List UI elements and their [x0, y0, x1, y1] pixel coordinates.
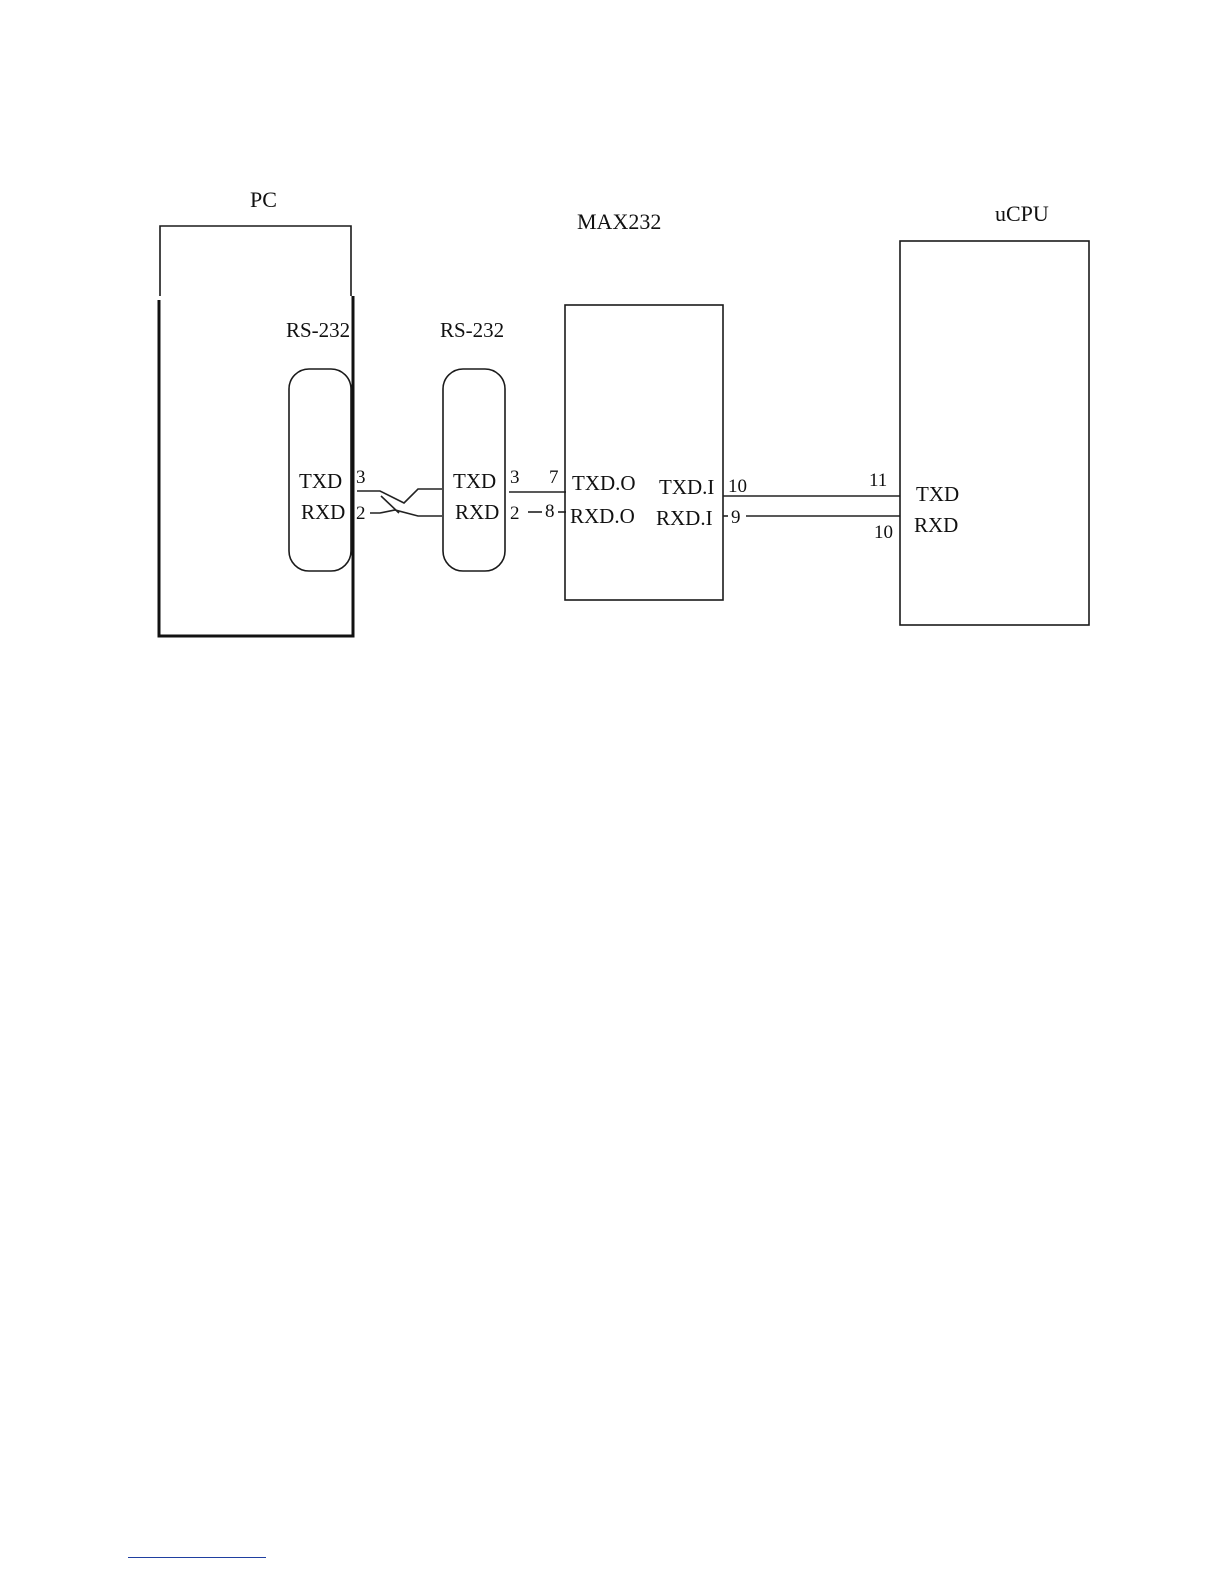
pc-box-body: [159, 296, 353, 636]
ucpu-rxd-label: RXD: [914, 513, 958, 537]
ucpu-txd-label: TXD: [916, 482, 959, 506]
ucpu-block: uCPU 11 10 TXD RXD: [869, 201, 1089, 625]
crossover-wire-txd: [357, 489, 442, 503]
max232-box: [565, 305, 723, 600]
cable-pin-txd: 3: [510, 467, 520, 488]
pc-rxd-label: RXD: [301, 500, 345, 524]
max232-title: MAX232: [577, 209, 661, 234]
pc-box-outline: [160, 226, 351, 296]
max232-block: MAX232 7 8 TXD.O RXD.O TXD.I RXD.I 10 9: [545, 209, 747, 600]
max232-rxd-in-label: RXD.I: [656, 506, 713, 530]
max232-to-ucpu-wires: [723, 496, 900, 516]
ucpu-pin-rxd: 10: [874, 522, 893, 543]
pc-connector-label: RS-232: [286, 318, 350, 342]
cable-pin-rxd: 2: [510, 503, 520, 524]
max232-pin-rxd-in: 9: [731, 507, 741, 528]
max232-txd-in-label: TXD.I: [659, 475, 714, 499]
pc-title: PC: [250, 187, 277, 212]
max232-pin-txd-out: 7: [549, 467, 559, 488]
pc-block: PC RS-232 TXD RXD 3 2: [159, 187, 366, 636]
max232-txd-out-label: TXD.O: [572, 471, 636, 495]
pc-txd-label: TXD: [299, 469, 342, 493]
pc-pin-txd: 3: [356, 467, 366, 488]
cable-connector-block: RS-232 TXD RXD 3 2: [440, 318, 520, 571]
max232-pin-rxd-out: 8: [545, 501, 555, 522]
pc-pin-rxd: 2: [356, 503, 366, 524]
ucpu-title: uCPU: [995, 201, 1049, 226]
cable-rxd-label: RXD: [455, 500, 499, 524]
max232-rxd-out-label: RXD.O: [570, 504, 635, 528]
ucpu-box: [900, 241, 1089, 625]
max232-pin-txd-in: 10: [728, 476, 747, 497]
cable-txd-label: TXD: [453, 469, 496, 493]
crossover-wire-rxd: [370, 510, 442, 516]
cable-connector-label: RS-232: [440, 318, 504, 342]
crossover-wires: [357, 489, 442, 516]
ucpu-pin-txd: 11: [869, 470, 887, 491]
footnote-separator: [128, 1557, 266, 1558]
